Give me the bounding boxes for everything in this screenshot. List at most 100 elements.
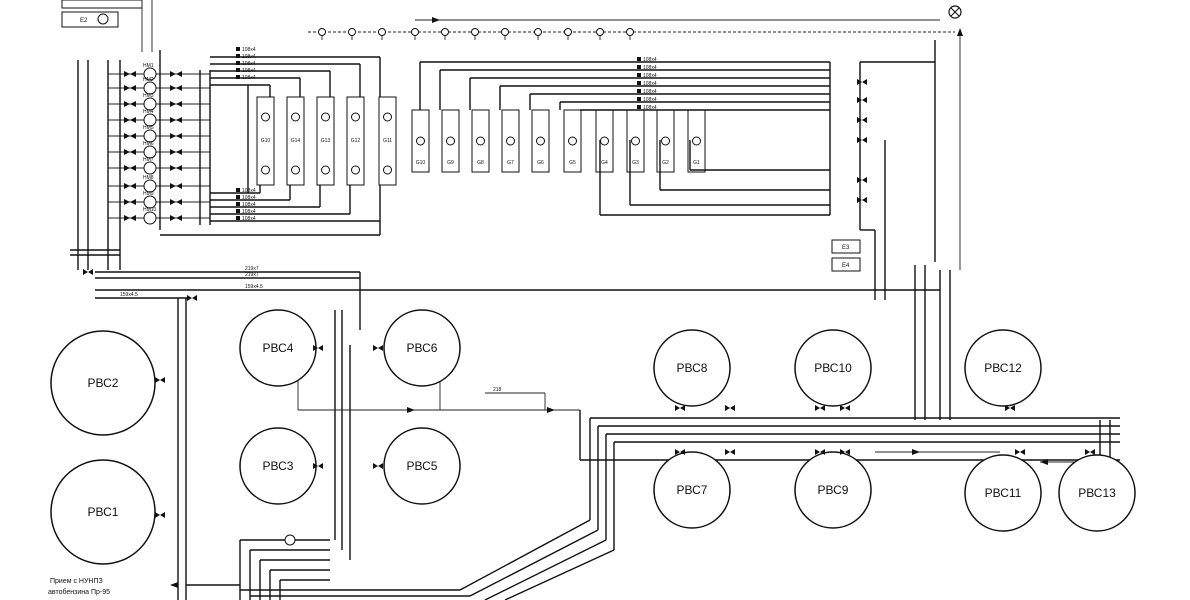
- filter-left-g10[interactable]: G10: [256, 96, 275, 186]
- valve-icon[interactable]: [124, 117, 130, 123]
- valve-icon[interactable]: [840, 405, 845, 411]
- valve-icon[interactable]: [176, 133, 182, 139]
- valve-icon[interactable]: [176, 85, 182, 91]
- valve-icon[interactable]: [124, 71, 130, 77]
- header-valve-icon[interactable]: [411, 28, 419, 36]
- valve-icon[interactable]: [130, 117, 136, 123]
- header-valve-icon[interactable]: [564, 28, 572, 36]
- valve-icon[interactable]: [1085, 449, 1090, 455]
- header-valve-icon[interactable]: [596, 28, 604, 36]
- valve-icon[interactable]: [176, 199, 182, 205]
- header-valve-icon[interactable]: [501, 28, 509, 36]
- valve-icon[interactable]: [176, 183, 182, 189]
- valve-icon[interactable]: [1090, 449, 1095, 455]
- filter-right-g5[interactable]: G5: [563, 109, 582, 173]
- valve-icon[interactable]: [170, 117, 176, 123]
- valve-icon[interactable]: [124, 199, 130, 205]
- header-valve-icon[interactable]: [441, 28, 449, 36]
- valve-icon[interactable]: [820, 405, 825, 411]
- filter-left-g13[interactable]: G13: [316, 96, 335, 186]
- pump-hm10[interactable]: HM10: [108, 207, 210, 225]
- valve-icon[interactable]: [170, 183, 176, 189]
- tank-rvs2[interactable]: РВС2: [50, 330, 156, 436]
- tank-rvs10[interactable]: РВС10: [794, 329, 872, 407]
- filter-right-g9[interactable]: G9: [441, 109, 460, 173]
- valve-icon[interactable]: [176, 117, 182, 123]
- valve-icon[interactable]: [730, 449, 735, 455]
- valve-icon[interactable]: [840, 449, 845, 455]
- filter-left-g14[interactable]: G14: [286, 96, 305, 186]
- valve-icon[interactable]: [124, 133, 130, 139]
- valve-icon[interactable]: [725, 405, 730, 411]
- pump-hm2[interactable]: HM2: [108, 77, 210, 95]
- valve-icon[interactable]: [124, 215, 130, 221]
- valve-icon[interactable]: [857, 197, 862, 203]
- valve-icon[interactable]: [192, 295, 197, 301]
- valve-icon[interactable]: [857, 97, 862, 103]
- valve-icon[interactable]: [160, 377, 165, 383]
- valve-icon[interactable]: [815, 405, 820, 411]
- header-valve-icon[interactable]: [471, 28, 479, 36]
- filter-right-g7[interactable]: G7: [501, 109, 520, 173]
- valve-icon[interactable]: [730, 405, 735, 411]
- valve-icon[interactable]: [857, 117, 862, 123]
- valve-icon[interactable]: [176, 165, 182, 171]
- valve-icon[interactable]: [124, 183, 130, 189]
- valve-icon[interactable]: [176, 149, 182, 155]
- valve-icon[interactable]: [176, 71, 182, 77]
- valve-icon[interactable]: [155, 512, 160, 518]
- valve-icon[interactable]: [176, 101, 182, 107]
- pump-hm4[interactable]: HM4: [108, 109, 210, 127]
- pump-hm1[interactable]: HM1: [108, 63, 210, 81]
- filter-right-g6[interactable]: G6: [531, 109, 550, 173]
- valve-icon[interactable]: [313, 463, 318, 469]
- valve-icon[interactable]: [130, 101, 136, 107]
- filter-right-g4[interactable]: G4: [595, 109, 614, 173]
- valve-icon[interactable]: [130, 165, 136, 171]
- valve-icon[interactable]: [675, 449, 680, 455]
- filter-left-g12[interactable]: G12: [346, 96, 365, 186]
- valve-icon[interactable]: [680, 449, 685, 455]
- valve-icon[interactable]: [373, 463, 378, 469]
- valve-icon[interactable]: [170, 199, 176, 205]
- valve-icon[interactable]: [857, 79, 862, 85]
- valve-icon[interactable]: [170, 149, 176, 155]
- valve-icon[interactable]: [862, 117, 867, 123]
- valve-icon[interactable]: [130, 215, 136, 221]
- valve-icon[interactable]: [373, 345, 378, 351]
- valve-icon[interactable]: [857, 137, 862, 143]
- valve-icon[interactable]: [88, 269, 93, 275]
- valve-icon[interactable]: [845, 449, 850, 455]
- header-valve-icon[interactable]: [318, 28, 326, 36]
- tank-rvs5[interactable]: РВС5: [383, 427, 461, 505]
- valve-icon[interactable]: [170, 133, 176, 139]
- valve-icon[interactable]: [862, 97, 867, 103]
- valve-icon[interactable]: [124, 85, 130, 91]
- valve-icon[interactable]: [124, 149, 130, 155]
- filter-right-g3[interactable]: G3: [626, 109, 645, 173]
- valve-icon[interactable]: [862, 197, 867, 203]
- valve-icon[interactable]: [170, 71, 176, 77]
- valve-icon[interactable]: [170, 165, 176, 171]
- valve-icon[interactable]: [1020, 449, 1025, 455]
- valve-icon[interactable]: [845, 405, 850, 411]
- valve-icon[interactable]: [83, 269, 88, 275]
- pump-hm8[interactable]: HM8: [108, 175, 210, 193]
- tank-rvs7[interactable]: РВС7: [653, 451, 731, 529]
- valve-icon[interactable]: [160, 512, 165, 518]
- valve-icon[interactable]: [313, 345, 318, 351]
- valve-icon[interactable]: [318, 345, 323, 351]
- tank-rvs9[interactable]: РВС9: [794, 451, 872, 529]
- valve-icon[interactable]: [820, 449, 825, 455]
- valve-icon[interactable]: [857, 177, 862, 183]
- valve-icon[interactable]: [155, 377, 160, 383]
- tank-rvs6[interactable]: РВС6: [383, 309, 461, 387]
- valve-icon[interactable]: [1005, 405, 1010, 411]
- valve-icon[interactable]: [130, 133, 136, 139]
- pump-hm9[interactable]: HM9: [108, 191, 210, 209]
- tank-rvs3[interactable]: РВС3: [239, 427, 317, 505]
- tank-rvs13[interactable]: РВС13: [1058, 454, 1136, 532]
- valve-icon[interactable]: [1010, 405, 1015, 411]
- valve-icon[interactable]: [170, 85, 176, 91]
- valve-icon[interactable]: [378, 345, 383, 351]
